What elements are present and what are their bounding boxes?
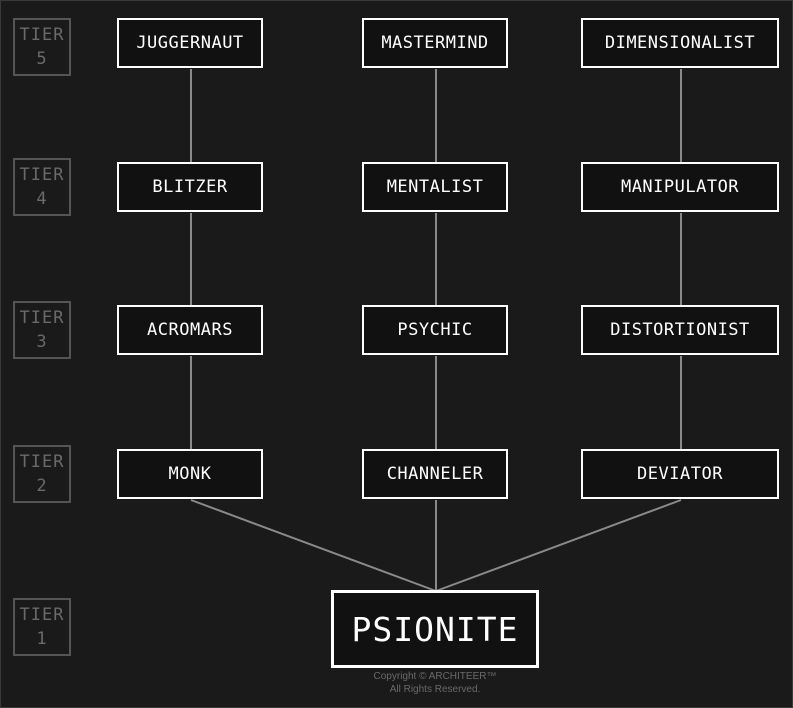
node-mentalist[interactable]: MENTALIST bbox=[362, 162, 508, 212]
node-deviator[interactable]: DEVIATOR bbox=[581, 449, 779, 499]
tier-word: TIER bbox=[19, 605, 65, 625]
copyright-line: Copyright © ARCHITEER™ bbox=[373, 671, 497, 682]
node-juggernaut[interactable]: JUGGERNAUT bbox=[117, 18, 263, 68]
tier-2-label: TIER 2 bbox=[13, 445, 71, 503]
node-blitzer[interactable]: BLITZER bbox=[117, 162, 263, 212]
tier-word: TIER bbox=[19, 308, 65, 328]
node-acromars[interactable]: ACROMARS bbox=[117, 305, 263, 355]
node-dimensionalist[interactable]: DIMENSIONALIST bbox=[581, 18, 779, 68]
tier-4-label: TIER 4 bbox=[13, 158, 71, 216]
link-deviator-psionite bbox=[435, 499, 682, 592]
tier-number: 1 bbox=[36, 629, 48, 649]
copyright-notice: Copyright © ARCHITEER™ All Rights Reserv… bbox=[335, 670, 535, 696]
tier-3-label: TIER 3 bbox=[13, 301, 71, 359]
node-psionite-root[interactable]: PSIONITE bbox=[331, 590, 539, 668]
tier-number: 5 bbox=[36, 49, 48, 69]
node-monk[interactable]: MONK bbox=[117, 449, 263, 499]
link-monk-psionite bbox=[190, 499, 437, 592]
tier-5-label: TIER 5 bbox=[13, 18, 71, 76]
tier-number: 4 bbox=[36, 189, 48, 209]
node-manipulator[interactable]: MANIPULATOR bbox=[581, 162, 779, 212]
tier-number: 2 bbox=[36, 476, 48, 496]
node-psychic[interactable]: PSYCHIC bbox=[362, 305, 508, 355]
node-channeler[interactable]: CHANNELER bbox=[362, 449, 508, 499]
tier-number: 3 bbox=[36, 332, 48, 352]
tier-word: TIER bbox=[19, 165, 65, 185]
tier-word: TIER bbox=[19, 452, 65, 472]
node-distortionist[interactable]: DISTORTIONIST bbox=[581, 305, 779, 355]
rights-line: All Rights Reserved. bbox=[389, 684, 481, 695]
tier-1-label: TIER 1 bbox=[13, 598, 71, 656]
tier-word: TIER bbox=[19, 25, 65, 45]
node-mastermind[interactable]: MASTERMIND bbox=[362, 18, 508, 68]
